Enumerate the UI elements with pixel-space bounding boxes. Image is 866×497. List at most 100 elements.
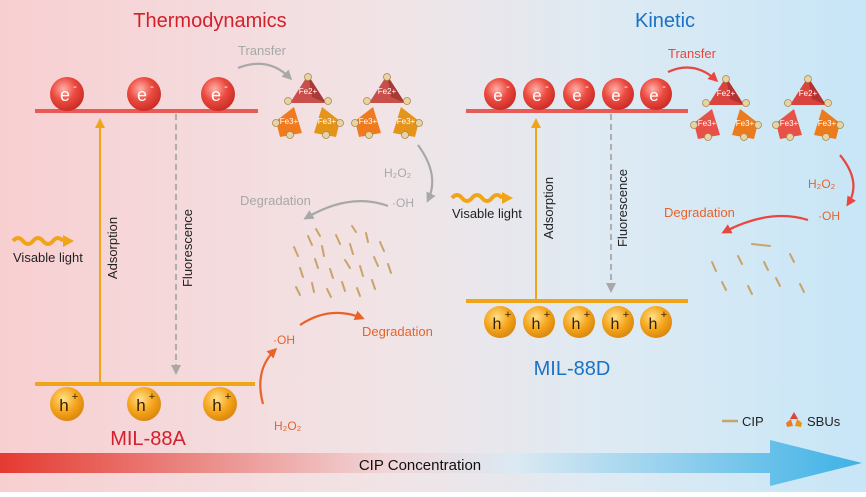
light-wave-arrowhead-icon [502,192,513,204]
h2o2-label-left-top: H₂O₂ [384,166,412,180]
h2o2-to-oh-arrow-left-bottom [259,347,278,405]
svg-text:+: + [505,309,511,321]
svg-text:h: h [212,396,221,415]
svg-text:e: e [572,86,581,105]
cip-molecules-right [711,243,805,295]
svg-text:-: - [662,81,666,93]
svg-text:h: h [59,396,68,415]
hole-group-right: h + h + h + h + h + [484,306,672,338]
degradation-label-left-top: Degradation [240,193,311,208]
hole: h + [484,306,516,338]
fluorescence-label-left: Fluorescence [180,209,195,287]
degradation-arrow-left-bottom [299,310,365,326]
degradation-arrow-left-top [303,200,389,220]
svg-text:Fe3+: Fe3+ [780,119,799,128]
electron: e - [640,78,672,110]
electron-group-left: e - e - e - [50,77,235,111]
svg-text:e: e [137,85,147,105]
electron-group-right: e - e - e - e - e - [484,78,672,110]
sbus-legend-icon [786,412,802,427]
title-thermodynamics: Thermodynamics [133,10,286,32]
electron: e - [201,77,235,111]
svg-text:Fe3+: Fe3+ [698,119,717,128]
visable-light-label-left: Visable light [13,250,83,265]
sbu-cluster-icon: Fe2+ Fe3+ Fe3+ [772,75,844,141]
hole: h + [640,306,672,338]
visable-light-label-right: Visable light [452,206,522,221]
transfer-arrow-right [667,66,719,83]
svg-text:-: - [624,81,628,93]
svg-text:-: - [585,81,589,93]
hole: h + [523,306,555,338]
svg-text:Fe3+: Fe3+ [318,117,337,126]
svg-text:h: h [611,316,620,333]
legend-sbus-label: SBUs [807,414,841,429]
svg-text:-: - [73,81,77,93]
svg-text:e: e [649,86,658,105]
svg-text:+: + [149,391,155,403]
svg-text:h: h [493,316,502,333]
svg-text:h: h [572,316,581,333]
svg-text:-: - [545,81,549,93]
svg-text:-: - [224,81,228,93]
sbu-cluster-icon: Fe2+ Fe3+ Fe3+ [272,73,344,139]
svg-text:-: - [150,81,154,93]
light-wave-left-icon [11,236,65,246]
transfer-arrow-left [237,62,293,81]
svg-text:+: + [544,309,550,321]
sbu-cluster-icon: Fe2+ Fe3+ Fe3+ [690,75,762,141]
svg-text:+: + [225,391,231,403]
electron: e - [523,78,555,110]
svg-text:h: h [136,396,145,415]
material-label-mil88a: MIL-88A [110,428,186,450]
oh-label-left-top: ·OH [392,196,414,210]
hole: h + [563,306,595,338]
cip-concentration-label: CIP Concentration [359,457,481,474]
hole: h + [602,306,634,338]
legend-cip-label: CIP [742,414,764,429]
svg-text:Fe2+: Fe2+ [378,87,397,96]
h2o2-to-oh-arrow-left [417,144,436,203]
light-wave-right-icon [450,193,504,203]
svg-text:h: h [649,316,658,333]
svg-text:Fe3+: Fe3+ [736,119,755,128]
transfer-label-right: Transfer [668,46,717,61]
svg-text:+: + [623,309,629,321]
h2o2-label-right: H₂O₂ [808,177,836,191]
light-wave-arrowhead-icon [63,235,74,247]
svg-text:+: + [661,309,667,321]
transfer-label-left: Transfer [238,43,287,58]
svg-text:Fe3+: Fe3+ [397,117,416,126]
svg-text:+: + [72,391,78,403]
svg-text:h: h [532,316,541,333]
degradation-label-left-bottom: Degradation [362,324,433,339]
h2o2-to-oh-arrow-right [839,154,856,207]
oh-label-right: ·OH [818,209,840,223]
title-kinetic: Kinetic [635,10,695,32]
svg-text:+: + [584,309,590,321]
oh-label-left-bottom: ·OH [273,333,295,347]
svg-text:-: - [506,81,510,93]
material-label-mil88d: MIL-88D [534,358,611,380]
electron: e - [127,77,161,111]
svg-text:e: e [211,85,221,105]
electron: e - [484,78,516,110]
hole: h + [203,387,237,421]
svg-text:Fe3+: Fe3+ [359,117,378,126]
svg-text:e: e [493,86,502,105]
hole: h + [50,387,84,421]
hole-group-left: h + h + h + [50,387,237,421]
svg-text:Fe3+: Fe3+ [280,117,299,126]
svg-text:Fe2+: Fe2+ [799,89,818,98]
degradation-arrow-right [721,214,809,234]
svg-text:e: e [611,86,620,105]
adsorption-label-right: Adsorption [541,177,556,239]
electron: e - [602,78,634,110]
adsorption-label-left: Adsorption [105,217,120,279]
electron: e - [563,78,595,110]
degradation-label-right: Degradation [664,205,735,220]
svg-text:Fe2+: Fe2+ [717,89,736,98]
